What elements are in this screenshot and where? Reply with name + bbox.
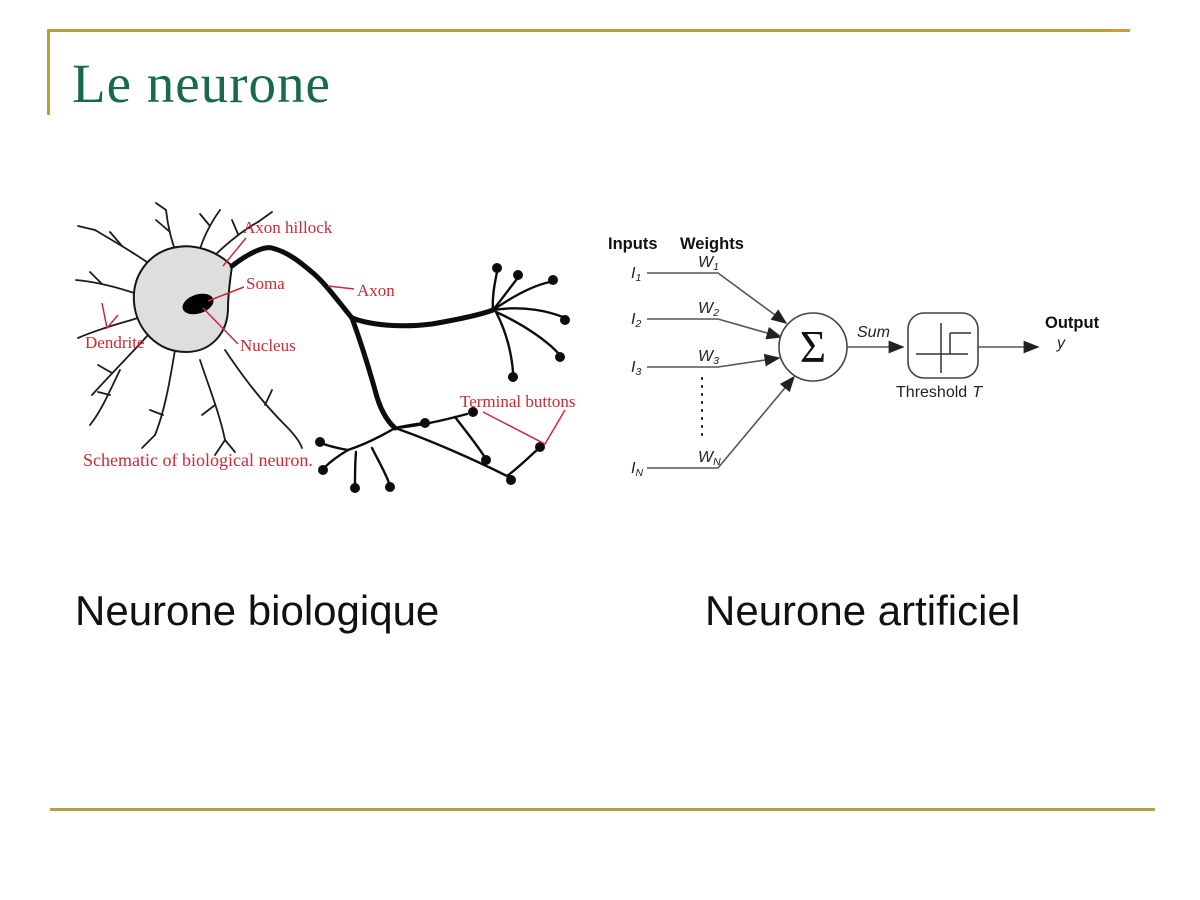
bottom-border-line — [50, 808, 1155, 811]
step-function-icon — [916, 323, 971, 373]
output-variable: y — [1056, 335, 1066, 352]
caption-artificial: Neurone artificiel — [705, 587, 1021, 634]
svg-text:WN: WN — [698, 449, 721, 468]
weight-subscript: 1 — [713, 261, 719, 273]
svg-text:IN: IN — [631, 460, 643, 479]
weight-subscript: 2 — [712, 307, 719, 319]
terminal-button-dots — [315, 263, 570, 493]
weight-subscript: N — [713, 456, 721, 468]
input-subscript: N — [635, 467, 643, 479]
svg-text:I1: I1 — [631, 265, 641, 284]
input-row-n: IN WN — [631, 375, 796, 479]
svg-text:W3: W3 — [698, 348, 719, 367]
svg-text:W2: W2 — [698, 300, 719, 319]
weight-subscript: 3 — [713, 355, 719, 367]
input-label: I — [631, 311, 636, 328]
label-leader-lines — [101, 237, 566, 445]
svg-text:I2: I2 — [631, 311, 641, 330]
input-row-3: I3 W3 — [631, 348, 781, 378]
weight-label: W — [698, 348, 715, 365]
biological-neuron-diagram: Axon hillock Soma Axon Dendrite Nucleus … — [75, 202, 575, 493]
input-subscript: 2 — [634, 318, 641, 330]
input-connection-line — [647, 353, 781, 368]
svg-text:W1: W1 — [698, 254, 719, 273]
axon-and-terminals — [229, 245, 565, 486]
input-label: I — [631, 265, 636, 282]
bio-diagram-caption: Schematic of biological neuron. — [83, 450, 313, 470]
label-soma: Soma — [246, 274, 285, 293]
nucleus-shape — [182, 293, 214, 315]
weight-label: W — [698, 300, 715, 317]
top-border-line — [47, 29, 1130, 32]
slide-title: Le neurone — [72, 53, 331, 114]
input-row-1: I1 W1 — [631, 254, 788, 324]
title-left-border — [47, 29, 50, 115]
weight-label: W — [698, 449, 715, 466]
input-connection-line — [647, 375, 796, 469]
output-label: Output — [1045, 314, 1100, 332]
artificial-neuron-diagram: Inputs Weights I1 W1 I2 W2 I3 W3 IN WN Σ — [608, 235, 1100, 479]
weights-header: Weights — [680, 235, 744, 253]
label-terminal-buttons: Terminal buttons — [460, 392, 575, 411]
weight-label: W — [698, 254, 715, 271]
input-connection-line — [647, 272, 788, 324]
label-nucleus: Nucleus — [240, 336, 296, 355]
input-label: I — [631, 460, 636, 477]
label-axon-hillock: Axon hillock — [243, 218, 333, 237]
label-dendrite: Dendrite — [85, 333, 144, 352]
soma-shape — [132, 245, 234, 354]
svg-text:I3: I3 — [631, 359, 641, 378]
label-axon: Axon — [357, 281, 395, 300]
input-row-2: I2 W2 — [631, 300, 783, 340]
threshold-box — [907, 312, 979, 379]
input-connection-line — [647, 318, 783, 340]
caption-biological: Neurone biologique — [75, 587, 440, 634]
input-subscript: 3 — [635, 366, 641, 378]
inputs-header: Inputs — [608, 235, 658, 253]
sigma-symbol: Σ — [800, 322, 826, 372]
input-subscript: 1 — [635, 272, 641, 284]
input-label: I — [631, 359, 636, 376]
sum-label: Sum — [857, 324, 890, 341]
